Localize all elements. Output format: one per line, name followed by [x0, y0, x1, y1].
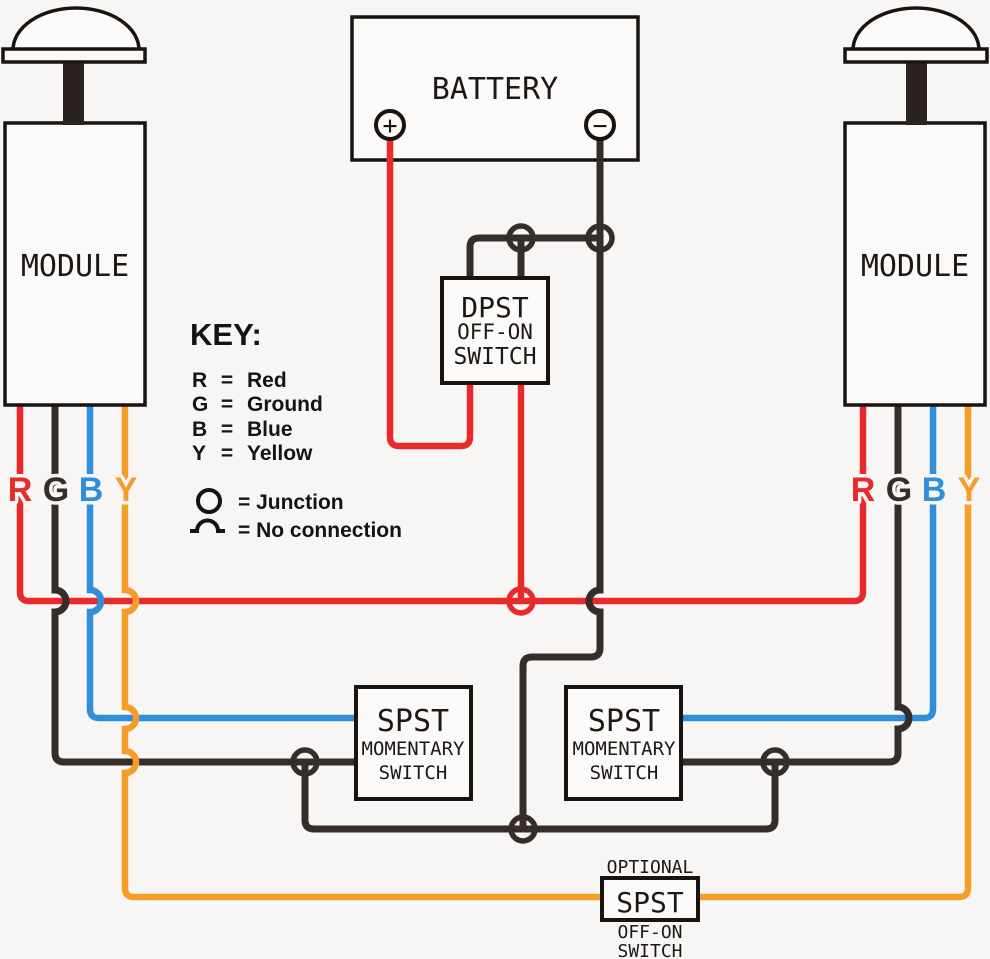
optional-spst-label-below2: SWITCH [617, 941, 682, 959]
key-blue-equals: = [221, 418, 233, 441]
dpst-top-feed-wire [466, 234, 600, 276]
key-legend: KEY: R = Red G = Ground B = Blue Y = Yel… [190, 317, 402, 542]
key-title: KEY: [190, 317, 262, 352]
right-spst-label-line1: SPST [588, 704, 660, 739]
key-yellow-equals: = [221, 442, 233, 465]
junction-ring [760, 747, 790, 777]
right-dome-stem [906, 58, 927, 125]
positive-terminal-label: + [382, 111, 397, 140]
junction-ring [290, 747, 320, 777]
left-spst-label-line1: SPST [377, 704, 449, 739]
left-spst-label-line2: MOMENTARY [362, 738, 466, 760]
key-yellow-label: Yellow [247, 442, 313, 465]
right-dome-assembly [843, 6, 989, 125]
junction-symbol-icon [196, 488, 222, 514]
right-ground-wire [681, 400, 913, 766]
key-ground-label: Ground [247, 393, 323, 416]
right-dome-base [843, 47, 989, 64]
junction-ring [506, 586, 536, 616]
optional-spst-label-box: SPST [616, 886, 684, 919]
right-spst-switch-box [564, 685, 683, 801]
left-module-label: MODULE [21, 249, 129, 284]
key-ground-equals: = [221, 393, 233, 416]
yellow-bus-wire [121, 400, 972, 901]
left-ground-wire-label: G [43, 471, 69, 509]
battery-positive-wire [386, 139, 474, 450]
left-dome-stem [63, 58, 84, 125]
left-dome-base [1, 47, 147, 64]
key-red-label: Red [247, 369, 287, 392]
left-blue-wire [86, 400, 356, 722]
right-yellow-wire-label: Y [958, 471, 981, 509]
optional-spst-label-above: OPTIONAL [607, 857, 694, 878]
key-red-equals: = [221, 369, 233, 392]
right-ground-wire-label: G [886, 471, 912, 509]
right-wire-labels: R G B Y [847, 468, 984, 513]
right-red-wire-label: R [851, 471, 876, 509]
right-spst-label-line3: SWITCH [590, 762, 659, 784]
right-spst-label-line2: MOMENTARY [573, 738, 677, 760]
negative-terminal [584, 109, 616, 141]
left-spst-label-line3: SWITCH [379, 762, 448, 784]
key-yellow-symbol: Y [192, 442, 206, 465]
optional-spst-label-below1: OFF-ON [617, 922, 682, 943]
negative-terminal-label: − [592, 111, 607, 140]
left-yellow-wire-label: Y [115, 471, 138, 509]
right-blue-wire-label: B [922, 471, 947, 509]
key-blue-label: Blue [247, 418, 293, 441]
battery-negative-wire [519, 139, 604, 829]
left-dome-assembly [1, 6, 147, 125]
right-module-label: MODULE [861, 249, 969, 284]
left-dome [11, 6, 141, 52]
key-no-connection-label: = No connection [238, 519, 402, 542]
key-blue-symbol: B [192, 418, 207, 441]
left-module-box [3, 121, 147, 407]
junction-ring [506, 223, 536, 253]
left-wire-labels: R G B Y [4, 468, 141, 513]
left-ground-wire [51, 400, 356, 766]
right-dome [851, 6, 981, 52]
left-blue-wire-label: B [79, 471, 104, 509]
junction-ring [508, 814, 538, 844]
junction-ring [585, 223, 615, 253]
left-red-wire-label: R [8, 471, 33, 509]
optional-spst-switch-box [600, 876, 700, 922]
right-blue-wire [681, 400, 937, 722]
no-connection-symbol-icon [190, 518, 225, 533]
positive-terminal [374, 109, 406, 141]
key-red-symbol: R [192, 369, 207, 392]
key-ground-symbol: G [192, 393, 208, 416]
dpst-switch-box [440, 276, 550, 385]
right-module-box [843, 121, 987, 407]
left-spst-switch-box [354, 685, 473, 801]
red-power-bus-wire [16, 400, 867, 605]
dpst-label-line3: SWITCH [453, 344, 536, 370]
dpst-label-line1: DPST [461, 291, 529, 324]
battery-label: BATTERY [432, 72, 558, 107]
bottom-ground-bus-wire [301, 762, 779, 833]
key-junction-label: = Junction [238, 491, 344, 514]
dpst-label-line2: OFF-ON [457, 320, 533, 344]
